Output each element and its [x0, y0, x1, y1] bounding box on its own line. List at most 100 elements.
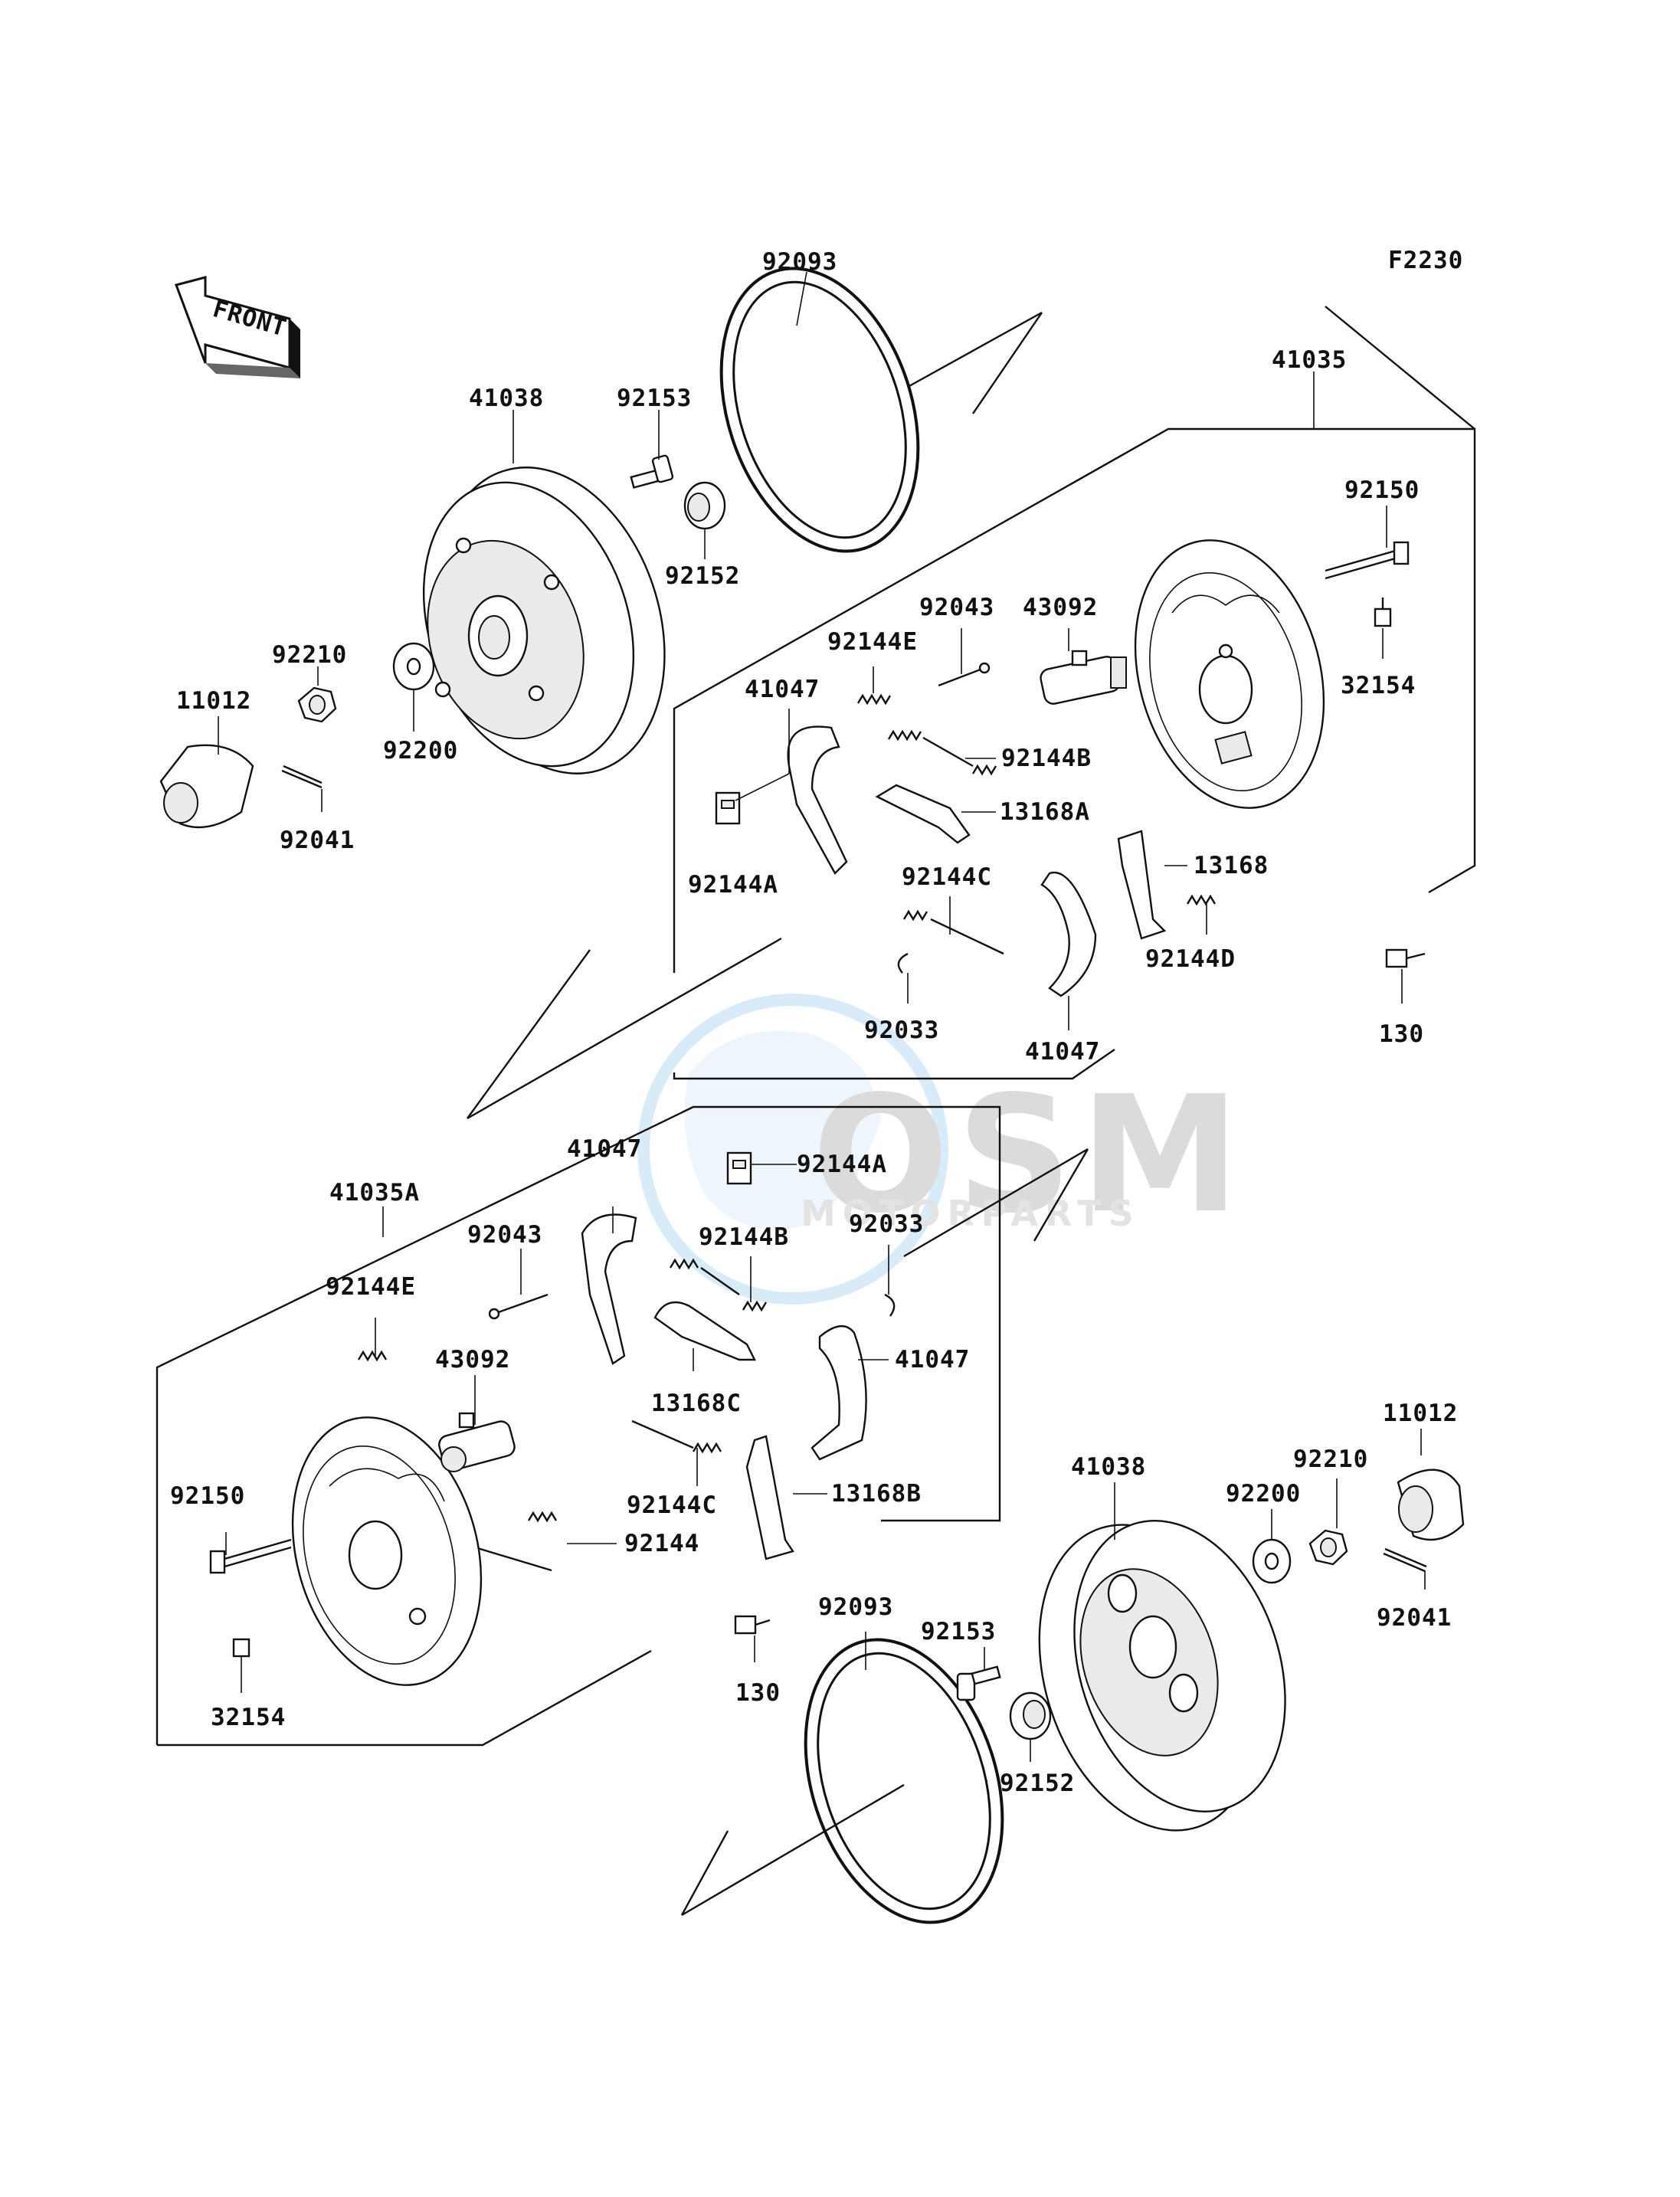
label-13168C: 13168C — [651, 1390, 742, 1417]
label-32154-top: 32154 — [1341, 672, 1416, 699]
bolt-92153-bot — [956, 1665, 1001, 1701]
label-92210-bot: 92210 — [1293, 1446, 1368, 1473]
label-92153-bot: 92153 — [921, 1618, 996, 1645]
label-92041-bot: 92041 — [1377, 1604, 1452, 1632]
brake-shoe-41047-bot-a — [581, 1213, 637, 1365]
label-92144E-bot: 92144E — [326, 1273, 416, 1301]
clip-92144A-top — [715, 791, 741, 825]
label-13168A: 13168A — [1000, 798, 1090, 826]
o-ring-92093-bot — [804, 1638, 1004, 1924]
brake-drum-41038-top — [422, 467, 666, 774]
label-41047-top-b: 41047 — [1025, 1038, 1100, 1066]
spring-92144C-bot — [631, 1419, 722, 1454]
label-92043-top: 92043 — [919, 594, 994, 621]
label-92144E-top: 92144E — [827, 628, 918, 656]
nut-92210-bot — [1308, 1529, 1348, 1566]
spring-92144C-top — [902, 909, 1004, 955]
watermark: OSM MOTORPARTS — [637, 994, 1240, 1305]
label-92153-top: 92153 — [617, 385, 692, 412]
bolt-92153-top — [630, 454, 674, 489]
bearing-92152-bot — [1009, 1691, 1052, 1740]
washer-92200-top — [392, 642, 435, 691]
label-43092-top: 43092 — [1023, 594, 1098, 621]
label-41035A: 41035A — [329, 1179, 420, 1207]
label-92041-top: 92041 — [280, 827, 355, 854]
label-92093-bot: 92093 — [818, 1593, 893, 1621]
brake-drum-41038-bot — [1038, 1520, 1286, 1832]
label-41038-bot: 41038 — [1071, 1453, 1146, 1481]
label-92144B-top: 92144B — [1001, 745, 1092, 772]
backing-plate-41035A — [291, 1416, 483, 1686]
spring-92144D — [1186, 894, 1217, 906]
pin-92043-bot — [488, 1293, 549, 1320]
backing-plate-41035 — [1134, 539, 1325, 809]
label-11012-top: 11012 — [176, 687, 251, 715]
label-11012-bot: 11012 — [1383, 1400, 1458, 1427]
spring-92144B-bot — [669, 1258, 768, 1312]
cotter-pin-92041-bot — [1383, 1547, 1427, 1573]
label-92150-bot: 92150 — [170, 1482, 245, 1510]
brake-shoe-41047-top-a — [787, 725, 848, 875]
nut-92210-top — [297, 686, 337, 723]
label-41047-bot-b: 41047 — [895, 1346, 970, 1374]
label-92033-top: 92033 — [864, 1017, 939, 1044]
lever-13168C — [653, 1301, 756, 1361]
label-92144C-top: 92144C — [902, 863, 992, 891]
cap-11012-top — [159, 744, 254, 829]
label-92144A-top: 92144A — [688, 871, 778, 899]
label-92144A-bot: 92144A — [797, 1151, 887, 1178]
washer-92200-bot — [1252, 1538, 1292, 1584]
assembly-frame-41035 — [673, 306, 1476, 1080]
label-92152-bot: 92152 — [1000, 1770, 1075, 1797]
label-92152-top: 92152 — [665, 562, 740, 590]
label-92150-top: 92150 — [1344, 476, 1420, 504]
lever-13168B — [745, 1435, 794, 1560]
wheel-cylinder-43092-bot — [438, 1412, 516, 1472]
label-41047-bot-a: 41047 — [567, 1135, 642, 1163]
label-92200-top: 92200 — [383, 737, 458, 765]
exploded-view-guides — [467, 311, 1089, 1917]
bolt-130-bot — [734, 1615, 771, 1635]
label-92033-bot: 92033 — [849, 1210, 924, 1238]
bolt-92150-bot — [209, 1538, 292, 1574]
label-13168B: 13168B — [831, 1480, 922, 1508]
lever-13168A — [875, 784, 971, 844]
bearing-92152-top — [683, 481, 726, 530]
spring-92144B-top — [887, 729, 997, 776]
label-41047-top-a: 41047 — [745, 676, 820, 703]
spring-92144 — [527, 1511, 558, 1523]
cap-11012-bot — [1397, 1468, 1465, 1541]
label-92144B-bot: 92144B — [699, 1223, 789, 1251]
clip-92033-bot — [884, 1293, 896, 1317]
bleeder-32154-bot — [232, 1638, 251, 1658]
bolt-130-top — [1385, 948, 1426, 968]
label-41035: 41035 — [1272, 346, 1347, 374]
leader-lines — [218, 271, 1426, 1762]
label-92043-bot: 92043 — [467, 1221, 542, 1249]
label-92144: 92144 — [624, 1530, 699, 1557]
label-92144D: 92144D — [1145, 945, 1236, 973]
part-labels: 92093 41038 92153 92152 92210 11012 9220… — [170, 248, 1458, 1797]
brake-shoe-41047-top-b — [1040, 871, 1097, 997]
assembly-frame-41035A — [156, 1105, 1001, 1747]
label-43092-bot: 43092 — [435, 1346, 510, 1374]
watermark-sub: MOTORPARTS — [801, 1193, 1141, 1234]
label-92093-top: 92093 — [762, 248, 837, 276]
label-130-top: 130 — [1379, 1020, 1424, 1048]
cotter-pin-92041-top — [281, 765, 323, 789]
wheel-cylinder-43092-top — [1040, 650, 1127, 705]
label-13168: 13168 — [1194, 852, 1269, 879]
label-32154-bot: 32154 — [211, 1704, 286, 1731]
pin-92043-top — [938, 662, 991, 687]
clip-92033-top — [897, 952, 909, 974]
clip-92144A-bot — [726, 1151, 752, 1185]
spring-92144E-bot — [357, 1350, 388, 1362]
label-92210-top: 92210 — [272, 641, 347, 669]
label-92144C-bot: 92144C — [627, 1491, 717, 1519]
diagram-code: F2230 — [1388, 247, 1463, 274]
label-41038-top: 41038 — [469, 385, 544, 412]
lever-13168 — [1117, 830, 1167, 940]
label-92200-bot: 92200 — [1226, 1480, 1301, 1508]
spring-92144E-top — [856, 693, 892, 706]
